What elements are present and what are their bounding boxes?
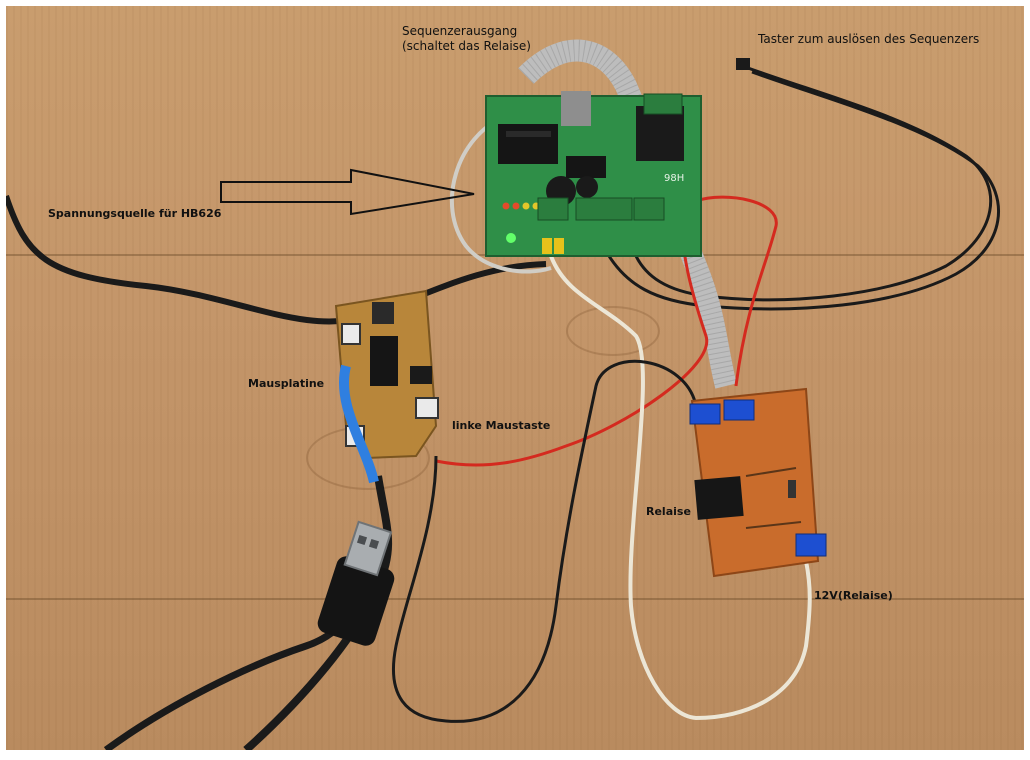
scene-drawing: 98H (6, 39, 1000, 750)
label-sequencer-output: Sequenzerausgang (schaltet das Relaise) (402, 24, 531, 53)
wood-knot (566, 306, 660, 356)
photo-frame: 98H (6, 6, 1024, 750)
label-relay: Relaise (646, 505, 691, 518)
trigger-button (736, 58, 750, 70)
sequencer-pcb: 98H (485, 91, 702, 257)
wood-plank-seam (6, 598, 1024, 600)
board-marking-text: 98H (664, 173, 684, 184)
annotation-arrow (220, 168, 475, 216)
label-left-mouse-button: linke Maustaste (452, 419, 551, 432)
gray-cable (450, 114, 552, 274)
label-relay-12v: 12V(Relaise) (814, 589, 893, 602)
red-cable (435, 195, 778, 467)
label-mouse-board: Mausplatine (248, 377, 325, 390)
trigger-cable-b (604, 70, 1000, 311)
white-cable (549, 255, 812, 721)
usb-plug (317, 520, 395, 646)
label-power-source: Spannungsquelle für HB626 (48, 207, 222, 220)
relay-perfboard (689, 387, 827, 578)
black-signal-cable (391, 359, 698, 723)
power-cable (6, 195, 547, 325)
mouse-pcb (334, 289, 439, 484)
label-trigger-button: Taster zum auslösen des Sequenzers (758, 32, 980, 46)
